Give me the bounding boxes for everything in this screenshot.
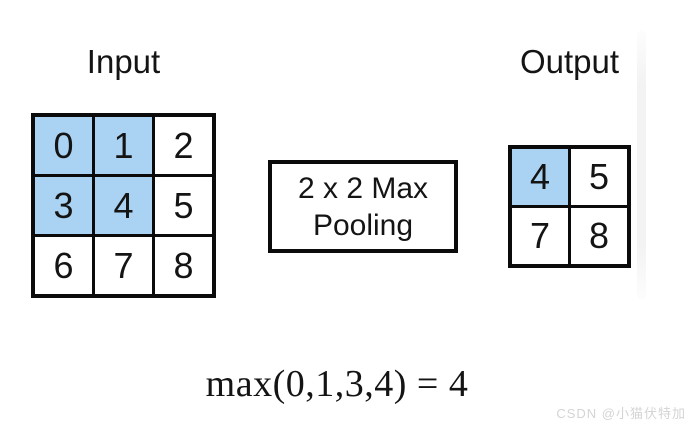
input-cell-7: 7 [95, 237, 152, 294]
input-cell-2: 2 [155, 117, 212, 174]
output-cell-3: 8 [571, 208, 627, 264]
max-formula: max(0,1,3,4) = 4 [205, 363, 469, 405]
input-cell-8: 8 [155, 237, 212, 294]
output-grid: 4 5 7 8 [508, 145, 631, 268]
input-label: Input [86, 43, 161, 80]
input-cell-6: 6 [35, 237, 92, 294]
pooling-label-line2: Pooling [312, 208, 414, 242]
output-label: Output [519, 43, 620, 80]
csdn-watermark: CSDN @小猫伏特加 [556, 406, 686, 421]
input-cell-5: 5 [155, 177, 212, 234]
output-cell-1: 5 [571, 149, 627, 205]
input-cell-1: 1 [95, 117, 152, 174]
output-cell-2: 7 [512, 208, 568, 264]
scrollbar-ghost [637, 30, 646, 300]
output-cell-0: 4 [512, 149, 568, 205]
input-grid: 0 1 2 3 4 5 6 7 8 [31, 113, 216, 298]
input-cell-3: 3 [35, 177, 92, 234]
pooling-operation-box: 2 x 2 Max Pooling [268, 160, 458, 253]
input-cell-4: 4 [95, 177, 152, 234]
pooling-label-line1: 2 x 2 Max [297, 171, 429, 205]
input-cell-0: 0 [35, 117, 92, 174]
